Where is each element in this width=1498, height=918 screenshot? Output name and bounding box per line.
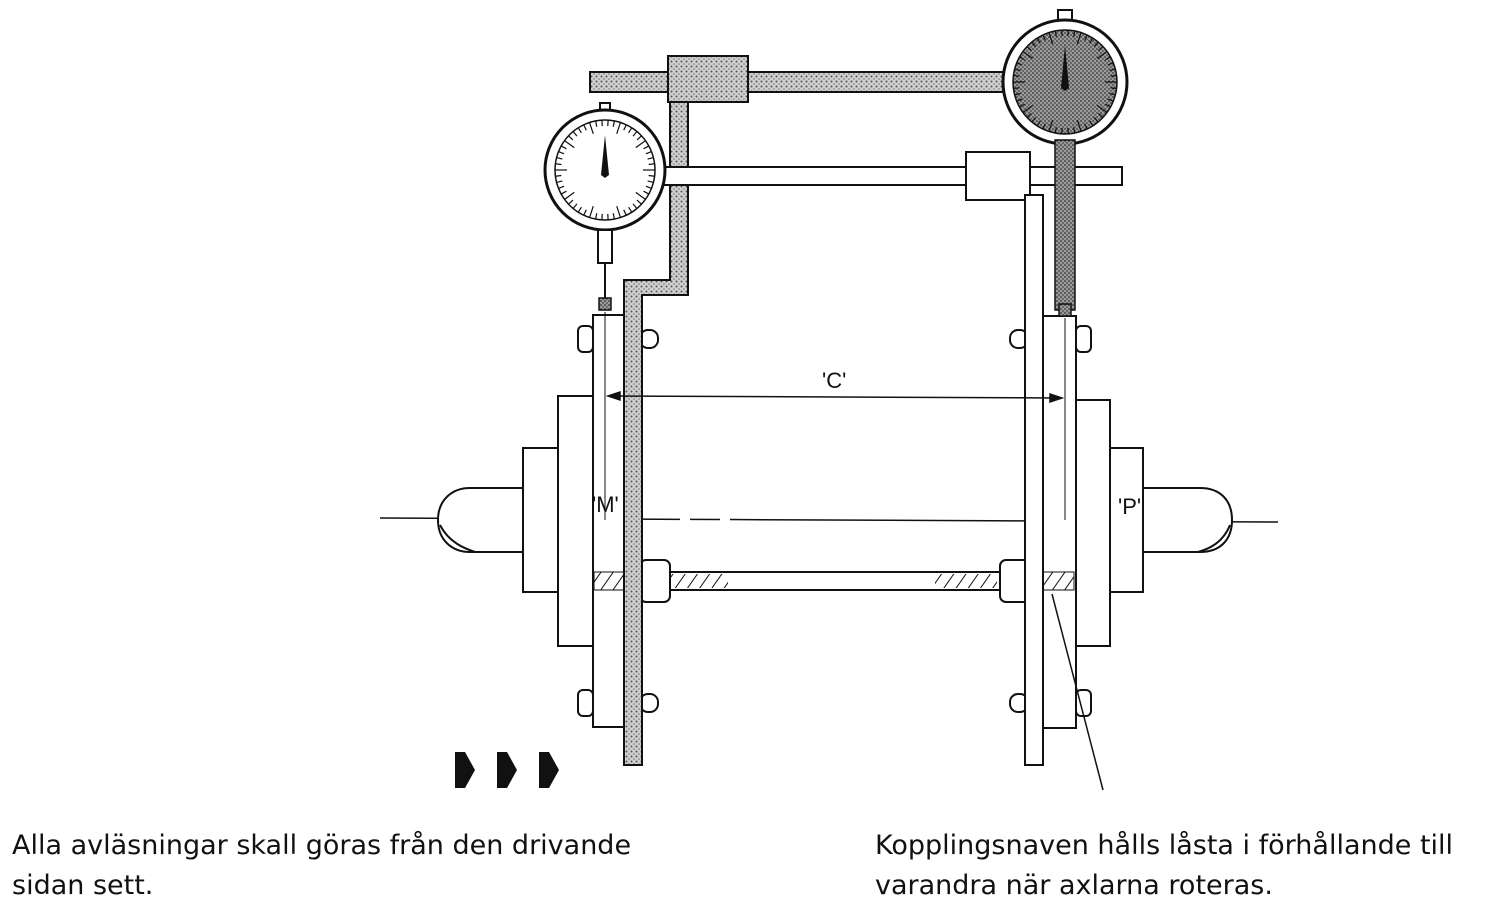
left-shaft	[436, 487, 526, 553]
direction-arrow-icon	[455, 752, 475, 788]
caption-left-line2: sidan sett.	[12, 870, 154, 901]
left-hub	[522, 314, 627, 728]
right-hub	[1042, 315, 1144, 729]
left-dial-indicator	[543, 102, 667, 311]
direction-arrows	[455, 752, 559, 788]
label-m: 'M'	[592, 492, 619, 517]
caption-right: Kopplingsnaven hålls låsta i förhållande…	[875, 826, 1495, 906]
caption-left-line1: Alla avläsningar skall göras från den dr…	[12, 830, 632, 861]
right-shaft	[1139, 487, 1234, 553]
direction-arrow-icon	[539, 752, 559, 788]
label-c: 'C'	[822, 368, 846, 393]
lower-indicator-arm	[659, 151, 1123, 201]
dimension-c	[604, 312, 1066, 520]
right-bracket	[1024, 194, 1044, 766]
direction-arrow-icon	[497, 752, 517, 788]
locking-rod	[593, 559, 1075, 603]
right-dial-indicator	[1001, 9, 1129, 317]
caption-right-line1: Kopplingsnaven hålls låsta i förhållande…	[875, 830, 1454, 861]
leader-line	[1051, 593, 1104, 791]
upper-indicator-arm	[589, 55, 1011, 103]
caption-left: Alla avläsningar skall göras från den dr…	[12, 826, 712, 906]
caption-right-line2: varandra när axlarna roteras.	[875, 870, 1273, 901]
left-bracket	[623, 81, 689, 766]
label-p: 'P'	[1118, 494, 1141, 519]
